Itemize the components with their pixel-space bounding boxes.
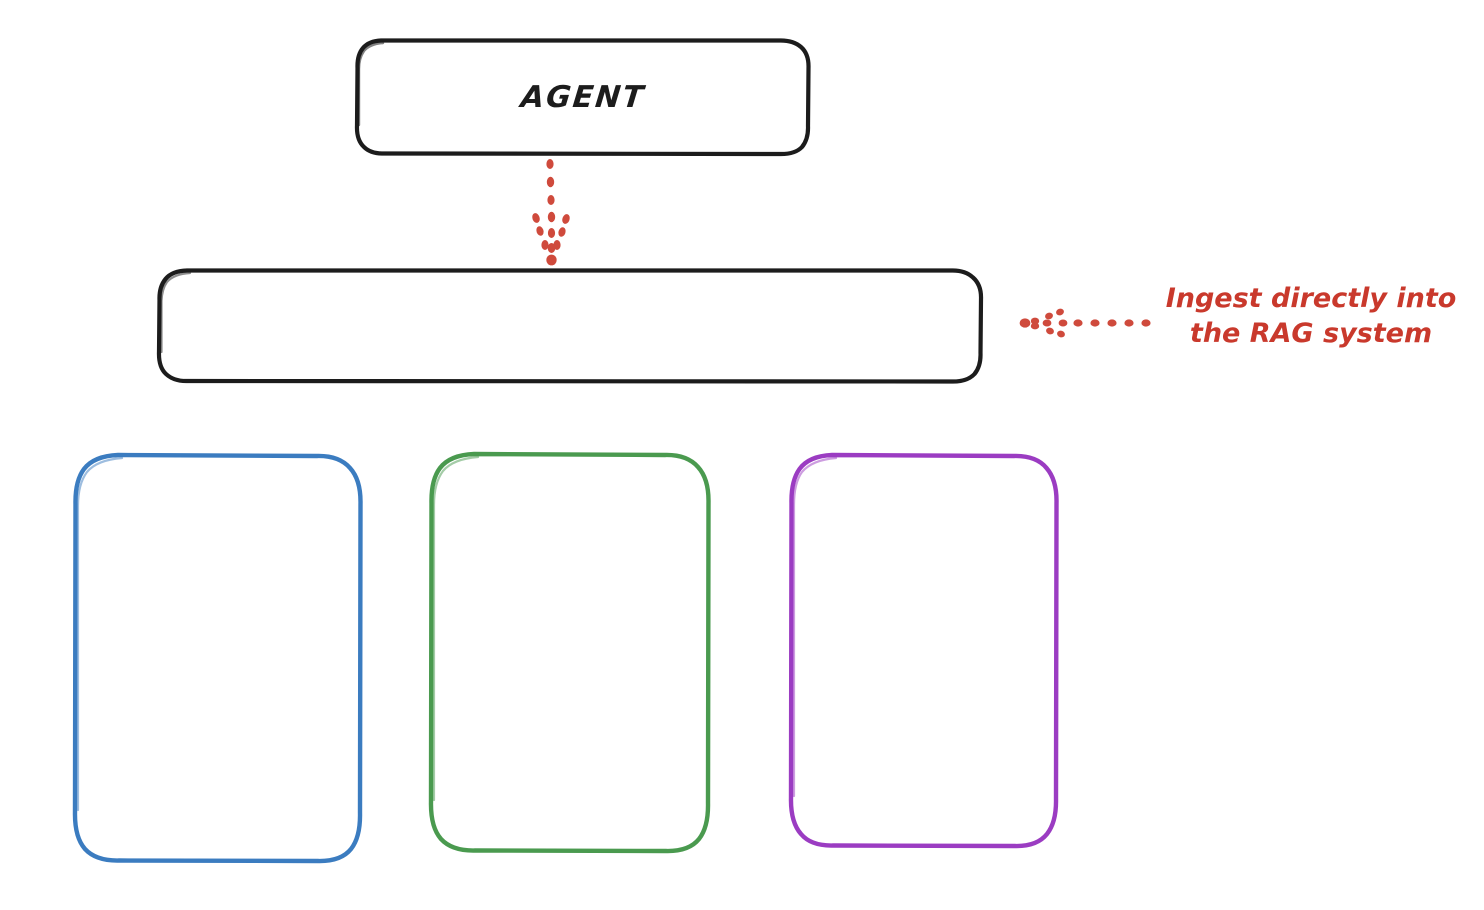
relational-io-label: RelationalIO (insert_sql, query_sql) SQL… xyxy=(834,564,1013,736)
connector-ingest-to-rag-tool xyxy=(1019,308,1151,338)
vector-io-label: VectorIO (insert_chunks, delete_chunks, … xyxy=(106,554,329,762)
node-key-value-io[interactable]: KeyValueIO (set_key, delete_key, get) Ke… xyxy=(428,450,711,854)
connector-agent-to-rag-tool xyxy=(532,159,570,266)
agent-label: AGENT xyxy=(518,79,647,115)
key-value-io-label: KeyValueIO (set_key, delete_key, get) Ke… xyxy=(453,566,686,738)
node-relational-io[interactable]: RelationalIO (insert_sql, query_sql) SQL… xyxy=(788,451,1059,849)
rag-tool-label: RAG Tool xyxy=(502,307,638,342)
annotation-ingest-note: Ingest directly into the RAG system xyxy=(1165,283,1457,350)
node-agent[interactable]: AGENT xyxy=(354,38,811,157)
node-rag-tool[interactable]: RAG Tool xyxy=(156,268,984,384)
node-vector-io[interactable]: VectorIO (insert_chunks, delete_chunks, … xyxy=(72,452,363,864)
